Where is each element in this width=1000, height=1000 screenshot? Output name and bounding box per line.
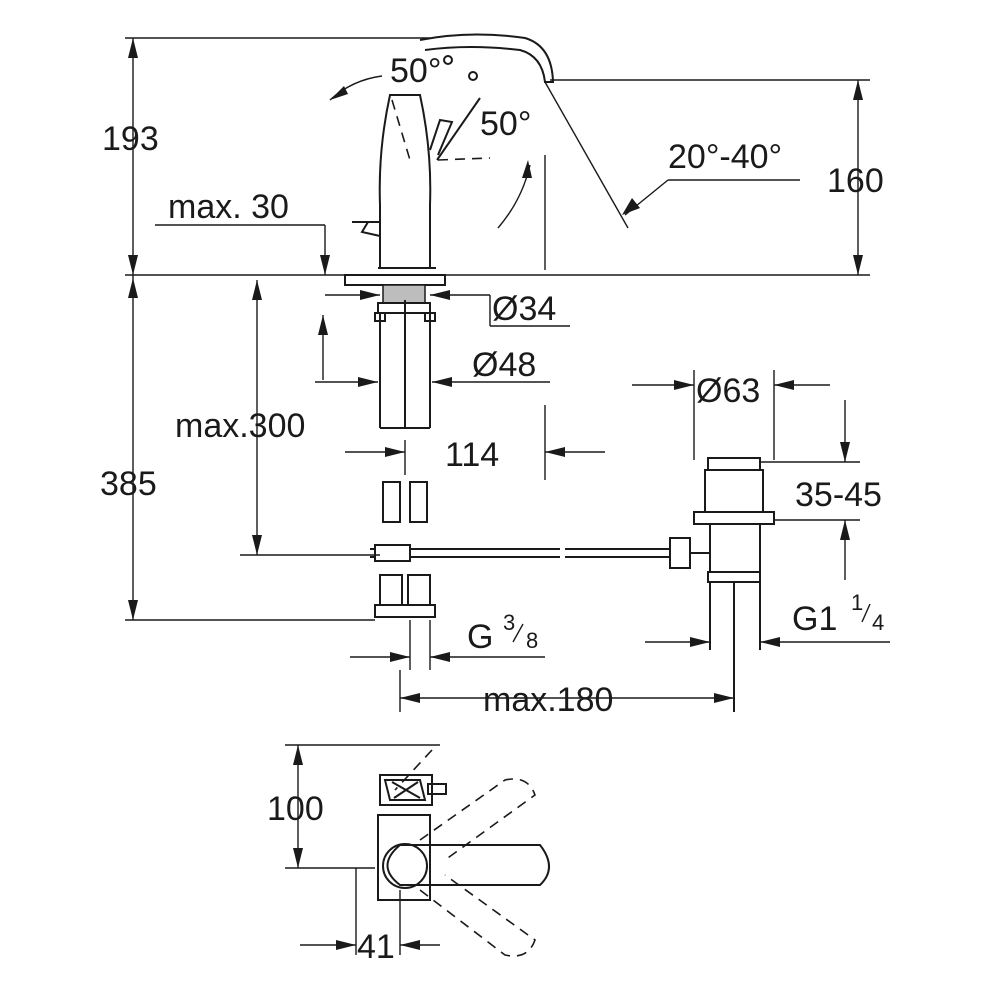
dim-dia-48: Ø48: [472, 346, 536, 384]
thread-g1-1-4: G1 1 4: [792, 590, 884, 638]
dim-114: 114: [445, 436, 499, 474]
dim-41: 41: [357, 928, 395, 966]
dim-dia-63: Ø63: [696, 372, 760, 410]
svg-text:G1: G1: [792, 600, 837, 638]
thread-g-3-8: G 3 8: [467, 610, 538, 656]
dim-max-180: max.180: [483, 681, 613, 719]
angle-lever-upper: 50°: [390, 52, 441, 90]
svg-text:G: G: [467, 618, 493, 656]
faucet-side-view: [125, 33, 870, 618]
dim-160: 160: [827, 162, 884, 200]
angle-lever-lower: 50°: [480, 105, 531, 143]
svg-text:4: 4: [872, 610, 884, 635]
dim-193: 193: [102, 120, 159, 158]
dim-385: 385: [100, 465, 157, 503]
angle-spout: 20°-40°: [668, 138, 782, 176]
dim-max-30: max. 30: [168, 188, 289, 226]
dim-35-45: 35-45: [795, 476, 882, 514]
dim-dia-34: Ø34: [492, 290, 556, 328]
svg-text:3: 3: [503, 610, 515, 635]
dim-100: 100: [267, 790, 324, 828]
dimension-lines: [125, 38, 890, 712]
svg-text:1: 1: [851, 590, 863, 615]
faucet-top-view: [285, 744, 550, 957]
dimension-labels: 193 160 385 50° 50° 20°-40° max. 30 max.…: [100, 52, 884, 966]
drain-assembly: [669, 457, 775, 712]
svg-text:8: 8: [526, 628, 538, 653]
dim-max-300: max.300: [175, 407, 305, 445]
